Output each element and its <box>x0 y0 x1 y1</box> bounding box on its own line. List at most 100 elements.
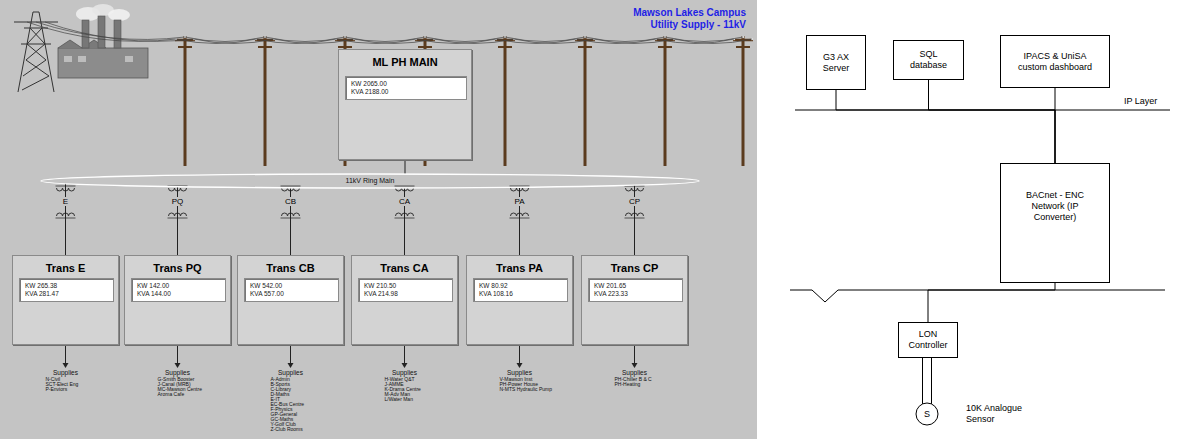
dashboard-box: IPACS & UniSA custom dashboard <box>1000 35 1110 88</box>
supplied-building: N-MTS Hydraulic Pump <box>500 387 553 392</box>
drawing-part <box>22 28 49 90</box>
connector <box>923 358 932 404</box>
transformer-panel: Trans CA KW 210.50KVA 214.98 <box>351 255 458 345</box>
drawing-part <box>175 36 195 166</box>
drawing-part <box>18 12 54 92</box>
drawing-part <box>733 36 753 166</box>
transformer-letter: CB <box>284 197 297 206</box>
connector-line <box>922 358 923 404</box>
reading-box: KW 201.65KVA 223.33 <box>588 278 683 302</box>
transformer-letter: CA <box>398 197 411 206</box>
transformer-panel: Trans E KW 265.38KVA 281.47 <box>12 255 119 345</box>
drawing-part <box>655 36 675 166</box>
transformer-panel: Trans CPKW 201.65KVA 223.33 <box>581 255 688 345</box>
supplies-heading: Supplies <box>278 369 303 376</box>
meter-reading: KW 2065.00 <box>351 80 461 88</box>
meter-reading: KVA 557.00 <box>250 290 333 298</box>
connector <box>405 160 406 174</box>
connector-line <box>928 283 1055 322</box>
drawing-part <box>495 36 515 166</box>
transformer-panel: Trans PA KW 80.92KVA 108.16 <box>466 255 573 345</box>
connector <box>836 90 1055 163</box>
network-bus <box>790 110 1170 302</box>
supplies-heading: Supplies <box>622 369 647 376</box>
diagram-title: Mawson Lakes Campus Utility Supply - 11k… <box>618 7 746 31</box>
transformer-symbols <box>56 186 645 218</box>
connector <box>1055 88 1056 163</box>
panel-ground <box>0 0 757 439</box>
overhead-wire <box>185 37 265 42</box>
node-label: Trans CA <box>352 256 457 275</box>
meter-reading: KVA 223.33 <box>594 290 677 298</box>
connector <box>65 184 66 255</box>
meter-reading: KW 201.65 <box>594 282 677 290</box>
supplied-building: L/Water Man <box>385 397 413 402</box>
meter-reading: KW 80.92 <box>479 282 562 290</box>
node-label: SQL database <box>906 49 951 71</box>
transformer-panel: Trans PQKW 142.00KVA 144.00 <box>124 255 231 345</box>
meter-reading: KVA 144.00 <box>137 290 220 298</box>
reading-box: KW 265.38KVA 281.47 <box>19 278 114 302</box>
node-label: Trans PA <box>467 256 572 275</box>
node-label: G3 AX Server <box>816 52 856 74</box>
drawing-part <box>78 56 86 62</box>
meter-reading: KVA 214.98 <box>364 290 447 298</box>
node-label: Trans E <box>13 256 118 275</box>
drawing-part <box>175 346 181 368</box>
drawing-part <box>288 346 294 368</box>
drawing-part <box>64 56 72 62</box>
overhead-wire <box>27 22 176 41</box>
layer-label: IP Layer <box>1124 96 1157 107</box>
power-poles <box>175 36 753 166</box>
server-box: G3 AX Server <box>806 35 866 90</box>
converter-box: BACnet - ENC Network (IP Converter) <box>1000 163 1110 283</box>
transformer-letter: CP <box>628 197 641 206</box>
drawing-part <box>517 346 523 368</box>
drawing-part <box>114 20 121 48</box>
sensor-circle: S <box>915 402 939 426</box>
node-label: BACnet - ENC Network (IP Converter) <box>1023 190 1087 223</box>
node-label: IPACS & UniSA custom dashboard <box>1014 51 1096 73</box>
overhead-wire <box>434 39 514 44</box>
reading-box: KW 542.00KVA 557.00 <box>244 278 339 302</box>
supplied-building: PH-Heating <box>615 382 641 387</box>
overhead-wire <box>265 37 345 42</box>
reading-box: KW 80.92KVA 108.16 <box>473 278 568 302</box>
drawing-part <box>632 346 638 368</box>
connector-line <box>1055 88 1056 163</box>
meter-reading: KW 265.38 <box>25 282 108 290</box>
sensor-label: 10K Analogue Sensor <box>966 403 1038 425</box>
reading-box: KW 142.00KVA 144.00 <box>131 278 226 302</box>
overhead-wire <box>514 39 594 44</box>
drawing-part <box>21 28 51 44</box>
connector-line <box>836 90 1055 163</box>
supplies-heading: Supplies <box>165 369 190 376</box>
supplies-heading: Supplies <box>507 369 532 376</box>
drawing-part <box>125 56 133 62</box>
connector <box>928 283 1055 322</box>
node-label: Trans CB <box>238 256 343 275</box>
node-label: ML PH MAIN <box>339 50 471 69</box>
meter-reading: KW 142.00 <box>137 282 220 290</box>
supplied-building: Z-Club Rooms <box>271 427 303 432</box>
overhead-wire <box>274 39 354 44</box>
connector-line <box>929 80 1056 163</box>
connector-line <box>634 185 635 255</box>
overhead-wire <box>36 22 185 39</box>
drawing-part <box>58 48 148 78</box>
transformer-letter: PA <box>513 197 525 206</box>
meter-reading: KVA 281.47 <box>25 290 108 298</box>
meter-reading: KW 210.50 <box>364 282 447 290</box>
drawing-part <box>402 346 408 368</box>
supplied-building: Aroma Cafe <box>158 392 185 397</box>
drawing-part <box>108 9 130 21</box>
reading-box: KW 2065.00KVA 2188.00 <box>345 76 467 100</box>
overhead-wire <box>354 39 434 44</box>
overhead-wire <box>194 39 274 44</box>
node-label: S <box>915 402 939 426</box>
meter-panel: ML PH MAIN KW 2065.00KVA 2188.00 <box>338 49 472 160</box>
transformer-letter: E <box>62 197 69 206</box>
connector-line <box>931 358 932 404</box>
meter-reading: KVA 2188.00 <box>351 88 461 96</box>
